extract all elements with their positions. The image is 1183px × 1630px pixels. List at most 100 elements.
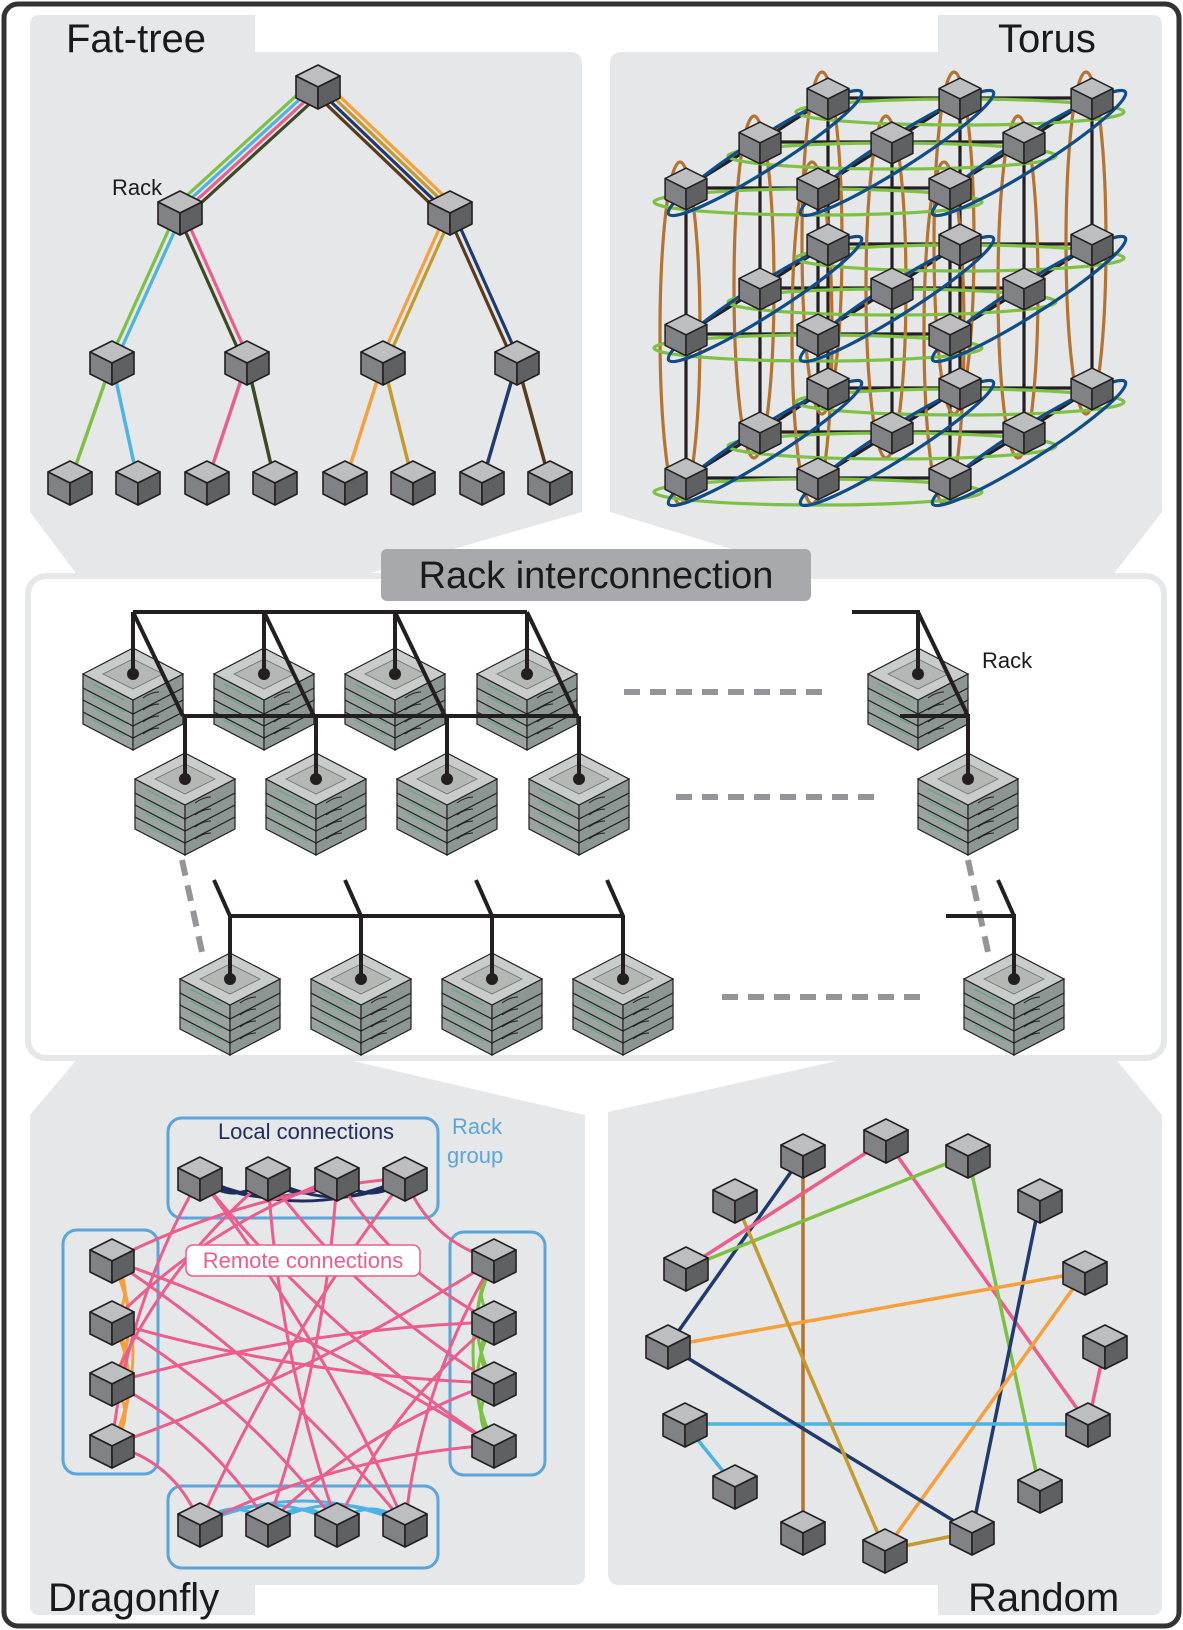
dragonfly-switch-node-icon xyxy=(382,1502,428,1548)
torus-nodes xyxy=(664,77,1114,501)
random-switch-node-icon xyxy=(1062,1250,1108,1296)
dragonfly-remote-link xyxy=(335,1320,495,1525)
torus-switch-node-icon xyxy=(870,411,914,455)
random-switch-node-icon xyxy=(1017,1178,1063,1224)
random-switch-node-icon xyxy=(712,1464,758,1510)
dragonfly-remote-link xyxy=(111,1320,339,1525)
dragonfly-remote-link xyxy=(111,1258,407,1525)
dragonfly-remote-link xyxy=(266,1177,339,1525)
center-rack-label: Rack xyxy=(982,648,1033,673)
fat-tree-nodes xyxy=(47,64,573,506)
torus-switch-node-icon xyxy=(738,121,782,165)
random-links xyxy=(666,1138,1107,1552)
dragonfly-remote-link xyxy=(111,1320,495,1385)
center-rack-wires xyxy=(131,610,1016,979)
dragonfly-switch-node-icon xyxy=(471,1423,517,1469)
dragonfly-remote-link xyxy=(111,1258,495,1447)
torus-switch-node-icon xyxy=(796,167,840,211)
torus-switch-node-icon xyxy=(870,121,914,165)
link-line xyxy=(311,89,447,220)
fat-tree-title: Fat-tree xyxy=(66,17,206,61)
fat-tree-leaf-switch-icon xyxy=(184,460,230,506)
torus-switch-node-icon xyxy=(938,367,982,411)
torus-switch-node-icon xyxy=(806,77,850,121)
dragonfly-remote-label: Remote connections xyxy=(203,1248,404,1273)
remote-label-box xyxy=(185,1244,421,1277)
link-line xyxy=(321,78,457,209)
link-line xyxy=(314,86,450,216)
torus-switch-node-icon xyxy=(1070,77,1114,121)
fat-tree-edge-switch-icon xyxy=(89,340,135,386)
random-link xyxy=(684,1153,970,1270)
fat-tree-leaf-switch-icon xyxy=(390,460,436,506)
random-switch-node-icon xyxy=(780,1133,826,1179)
dragonfly-switch-node-icon xyxy=(314,1156,360,1202)
link-line xyxy=(445,211,516,365)
torus-title: Torus xyxy=(998,17,1096,61)
dragonfly-remote-link xyxy=(111,1176,406,1262)
random-link xyxy=(883,1270,1087,1552)
random-link xyxy=(970,1198,1042,1534)
dragonfly-switch-node-icon xyxy=(245,1502,291,1548)
torus-switch-node-icon xyxy=(664,457,708,501)
random-link xyxy=(884,1138,1090,1426)
random-switch-node-icon xyxy=(1065,1402,1111,1448)
torus-switch-node-icon xyxy=(928,457,972,501)
link-line xyxy=(183,89,325,220)
dragonfly-remote-link xyxy=(266,1177,339,1525)
center-racks xyxy=(81,647,1066,1056)
dragonfly-switch-node-icon xyxy=(89,1361,135,1407)
dragonfly-group-label-line1: Rack xyxy=(452,1114,503,1139)
link-line xyxy=(173,78,315,209)
dragonfly-title: Dragonfly xyxy=(48,1576,219,1620)
fat-tree-panel-bg xyxy=(30,15,582,576)
link-line xyxy=(175,211,246,365)
torus-switch-node-icon xyxy=(938,77,982,121)
torus-switch-node-icon xyxy=(806,223,850,267)
random-title: Random xyxy=(968,1576,1119,1620)
link-line xyxy=(451,209,522,363)
center-banner xyxy=(381,549,811,601)
dragonfly-switch-node-icon xyxy=(177,1156,223,1202)
fat-tree-rack-label: Rack xyxy=(112,175,163,200)
torus-switch-node-icon xyxy=(1002,121,1046,165)
random-link xyxy=(666,1344,974,1534)
link-line xyxy=(318,82,454,212)
torus-switch-node-icon xyxy=(1002,267,1046,311)
center-banner-title: Rack interconnection xyxy=(419,555,774,597)
fat-tree-aggregation-switch-icon xyxy=(157,190,203,236)
dragonfly-remote-link xyxy=(198,1177,407,1525)
server-rack-icon xyxy=(916,752,1020,856)
dragonfly-remote-link xyxy=(111,1258,495,1447)
dragonfly-switch-node-icon xyxy=(471,1361,517,1407)
torus-switch-node-icon xyxy=(1070,367,1114,411)
torus-switch-node-icon xyxy=(664,313,708,357)
link-line xyxy=(176,82,318,212)
link-line xyxy=(181,209,252,363)
torus-switch-node-icon xyxy=(664,167,708,211)
link-line xyxy=(113,211,185,365)
torus-switch-node-icon xyxy=(738,267,782,311)
torus-switch-node-icon xyxy=(796,313,840,357)
dragonfly-nodes xyxy=(89,1156,517,1548)
torus-switch-node-icon xyxy=(1070,223,1114,267)
dragonfly-remote-link xyxy=(403,1259,496,1525)
random-switch-node-icon xyxy=(945,1133,991,1179)
dragonfly-switch-node-icon xyxy=(89,1238,135,1284)
dragonfly-remote-link xyxy=(111,1320,495,1385)
link-line xyxy=(384,211,455,365)
torus-switch-node-icon xyxy=(938,223,982,267)
torus-switch-node-icon xyxy=(806,367,850,411)
dragonfly-remote-link xyxy=(266,1381,495,1526)
torus-switch-node-icon xyxy=(1002,411,1046,455)
torus-switch-node-icon xyxy=(928,313,972,357)
fat-tree-aggregation-switch-icon xyxy=(427,190,473,236)
fat-tree-leaf-switch-icon xyxy=(322,460,368,506)
dragonfly-switch-node-icon xyxy=(245,1156,291,1202)
link-line xyxy=(107,209,179,363)
random-link xyxy=(966,1153,1042,1492)
dragonfly-switch-node-icon xyxy=(89,1423,135,1469)
torus-switch-node-icon xyxy=(928,167,972,211)
random-switch-node-icon xyxy=(1082,1324,1128,1370)
